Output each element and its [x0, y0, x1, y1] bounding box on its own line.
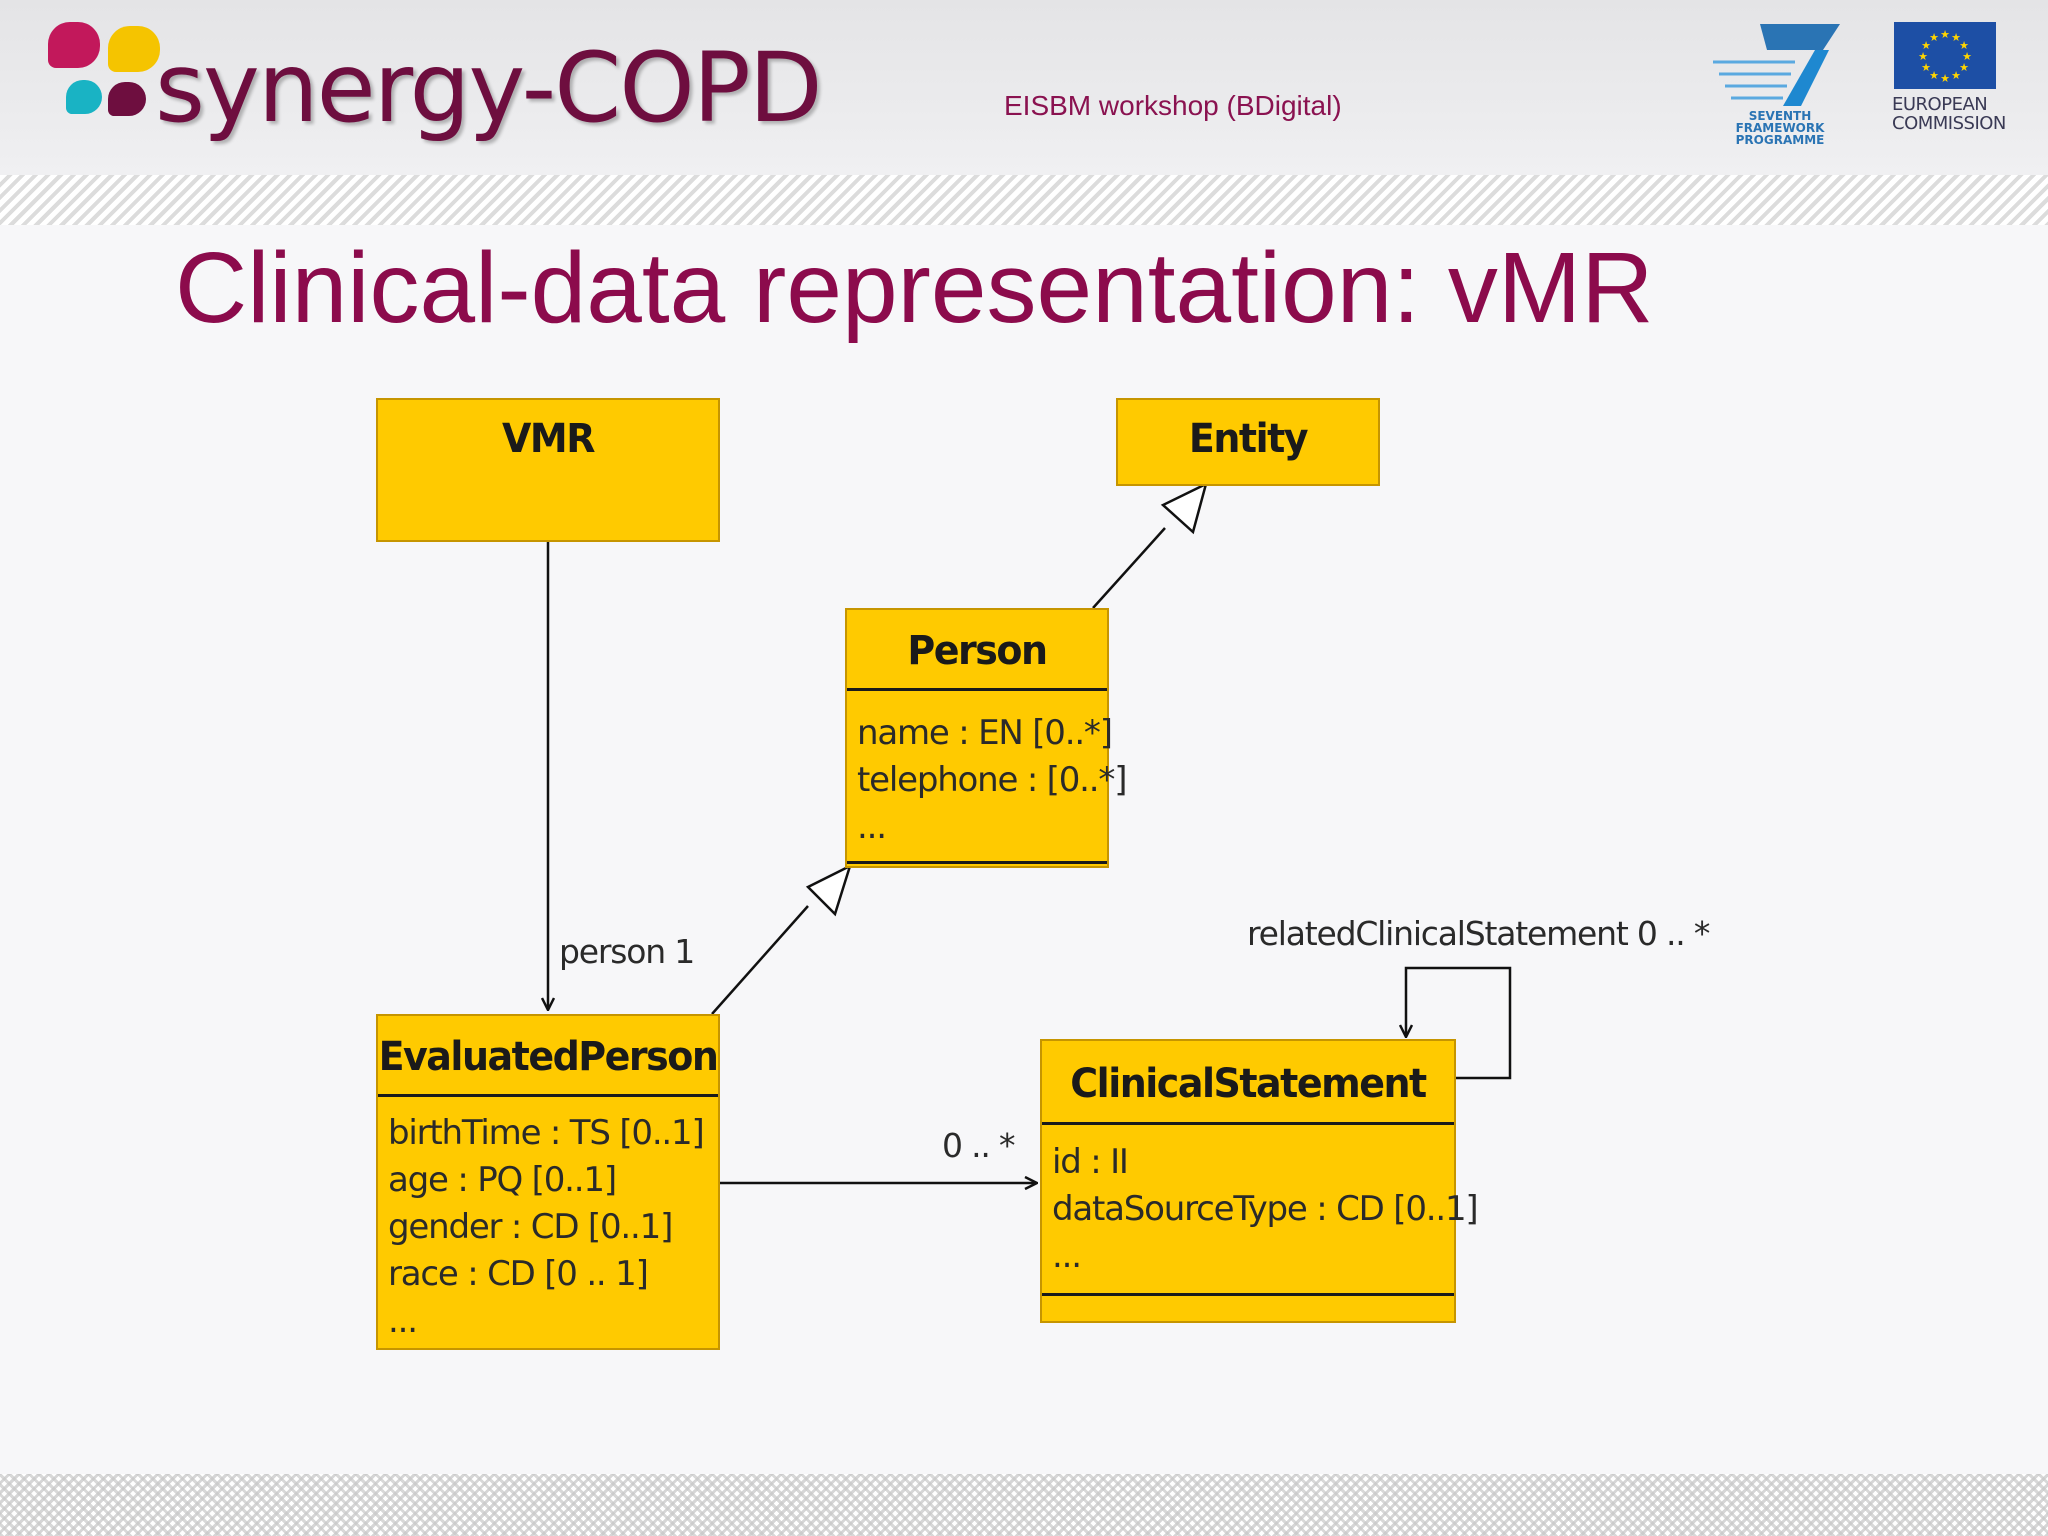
fp7-seven-icon	[1713, 24, 1840, 106]
attribute: id : II	[1052, 1142, 1129, 1182]
fp7-label-line1: SEVENTH FRAMEWORK	[1735, 109, 1825, 135]
attribute-list: id : II dataSourceType : CD [0..1] ...	[1052, 1139, 1479, 1280]
attribute: ...	[1052, 1236, 1082, 1276]
edge-person-entity	[1092, 527, 1166, 609]
attribute: ...	[857, 807, 887, 847]
class-person: Person name : EN [0..*] telephone : [0..…	[845, 608, 1127, 868]
european-commission-logo: ★★★ ★★★ ★★★ ★★★ EUROPEAN COMMISSION	[1892, 22, 2006, 137]
class-name: Entity	[1188, 414, 1309, 462]
header-stripe-band	[0, 175, 2048, 225]
association-label-person: person 1	[559, 932, 695, 971]
class-entity: Entity	[1116, 398, 1380, 486]
svg-text:★: ★	[1940, 72, 1950, 85]
compartment-divider	[378, 1094, 718, 1097]
generalization-arrowhead-person	[805, 863, 853, 917]
svg-text:★: ★	[1929, 69, 1939, 82]
logo-blob-cyan	[66, 80, 102, 114]
svg-text:★: ★	[1929, 31, 1939, 44]
attribute: race : CD [0 .. 1]	[388, 1254, 649, 1294]
attribute: name : EN [0..*]	[857, 713, 1113, 753]
svg-text:★: ★	[1959, 61, 1969, 74]
svg-text:★: ★	[1951, 69, 1961, 82]
edge-clinical-statement-self	[1406, 966, 1512, 1080]
edge-evaluated-person-person	[711, 905, 809, 1015]
ec-label-line1: EUROPEAN	[1892, 94, 1988, 115]
svg-text:★: ★	[1962, 50, 1972, 63]
logo-blob-magenta	[48, 22, 100, 68]
synergy-copd-logo-text: synergy-COPD	[155, 32, 823, 144]
association-label-clinical-statements: 0 .. *	[942, 1126, 1015, 1165]
class-name: EvaluatedPerson	[378, 1032, 719, 1080]
synergy-logo-mark	[44, 20, 174, 130]
generalization-arrowhead-entity	[1160, 481, 1208, 535]
class-clinical-statement: ClinicalStatement id : II dataSourceType…	[1040, 1039, 1479, 1323]
eu-flag-icon: ★★★ ★★★ ★★★ ★★★	[1894, 22, 1996, 89]
attribute: age : PQ [0..1]	[388, 1160, 617, 1200]
fp7-logo: SEVENTH FRAMEWORK PROGRAMME	[1705, 22, 1855, 146]
logo-blob-yellow	[108, 26, 160, 72]
slide-header: synergy-COPD EISBM workshop (BDigital) S…	[0, 0, 2048, 175]
attribute: telephone : [0..*]	[857, 760, 1127, 800]
class-evaluated-person: EvaluatedPerson birthTime : TS [0..1] ag…	[376, 1014, 720, 1350]
svg-text:★: ★	[1951, 31, 1961, 44]
attribute: gender : CD [0..1]	[388, 1207, 673, 1247]
logo-blob-plum	[108, 82, 146, 116]
event-label: EISBM workshop (BDigital)	[1004, 90, 1342, 121]
attribute: birthTime : TS [0..1]	[388, 1113, 705, 1153]
compartment-divider	[847, 861, 1107, 864]
attribute-list: birthTime : TS [0..1] age : PQ [0..1] ge…	[388, 1110, 705, 1345]
svg-text:★: ★	[1921, 61, 1931, 74]
footer-stripe-band	[0, 1474, 2048, 1536]
svg-text:★: ★	[1921, 39, 1931, 52]
class-name: ClinicalStatement	[1070, 1059, 1427, 1107]
fp7-label-line2: PROGRAMME	[1735, 133, 1825, 147]
class-name: VMR	[502, 414, 595, 462]
attribute: dataSourceType : CD [0..1]	[1052, 1189, 1479, 1229]
svg-text:★: ★	[1940, 28, 1950, 41]
svg-text:★: ★	[1959, 39, 1969, 52]
class-name: Person	[907, 626, 1048, 674]
compartment-divider	[1042, 1293, 1454, 1296]
association-label-related-clinical-statement: relatedClinicalStatement 0 .. *	[1247, 914, 1710, 953]
attribute-list: name : EN [0..*] telephone : [0..*] ...	[857, 710, 1127, 851]
ec-label-line2: COMMISSION	[1892, 113, 2006, 134]
compartment-divider	[847, 688, 1107, 691]
compartment-divider	[1042, 1122, 1454, 1125]
attribute: ...	[388, 1301, 418, 1341]
slide-title: Clinical-data representation: vMR	[175, 232, 1654, 344]
svg-text:★: ★	[1918, 50, 1928, 63]
class-vmr: VMR	[376, 398, 720, 542]
